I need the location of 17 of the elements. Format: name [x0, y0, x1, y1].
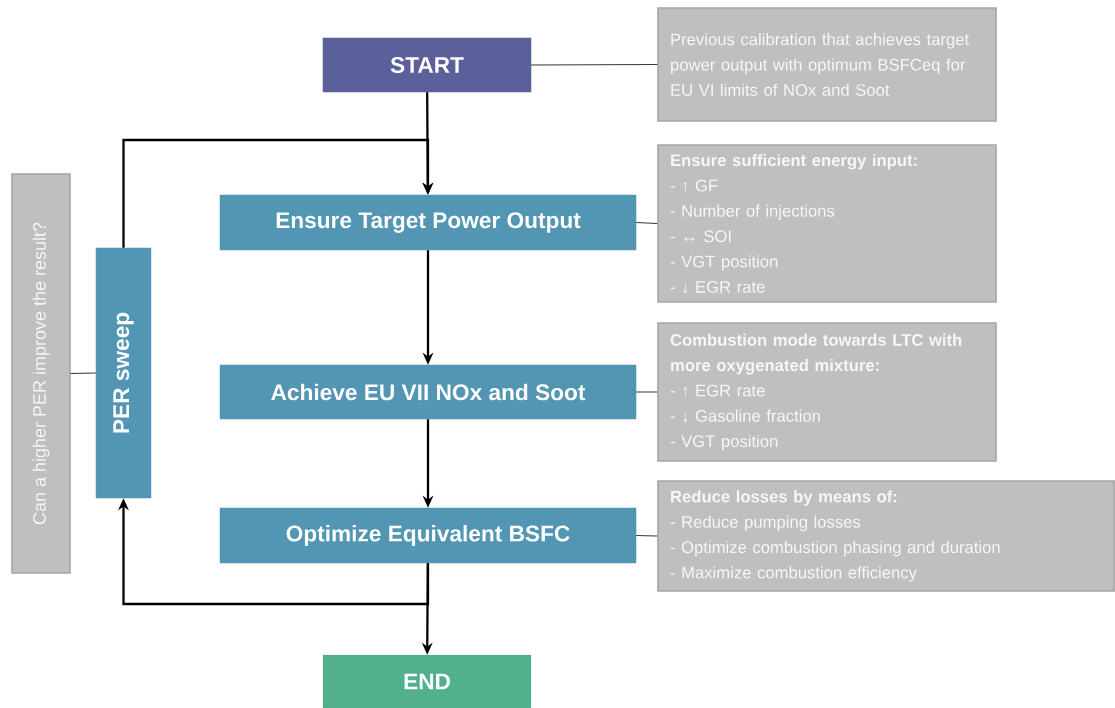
note-box: Reduce losses by means of: - Reduce pumping losses - Optimize combustion phasing and duration - Maximize combustion efficiency [657, 480, 1115, 592]
leader-line [70, 372, 97, 374]
leader-line [635, 391, 658, 393]
leader-line [635, 535, 658, 537]
leader-line [530, 64, 658, 66]
note-box: Ensure sufficient energy input: - ↑ GF - Number of injections - ↔ SOI - VGT position - ↓ EGR rate [657, 144, 997, 303]
start-box: START [322, 37, 532, 93]
note-box: Can a higher PER improve the result? [11, 173, 71, 574]
note-box: Combustion mode towards LTC with more oxygenated mixture: - ↑ EGR rate - ↓ Gasoline fraction - VGT position [657, 322, 997, 462]
process-box: Achieve EU VII NOx and Soot [219, 364, 637, 420]
leader-line [635, 222, 658, 224]
arrow [122, 138, 434, 248]
process-box: Optimize Equivalent BSFC [219, 507, 637, 564]
note-box: Previous calibration that achieves target power output with optimum BSFCeq for EU VI limits of NOx and Soot [657, 7, 997, 122]
process-box: PER sweep [95, 247, 152, 499]
process-box: Ensure Target Power Output [219, 194, 637, 251]
end-box: END [322, 654, 532, 708]
